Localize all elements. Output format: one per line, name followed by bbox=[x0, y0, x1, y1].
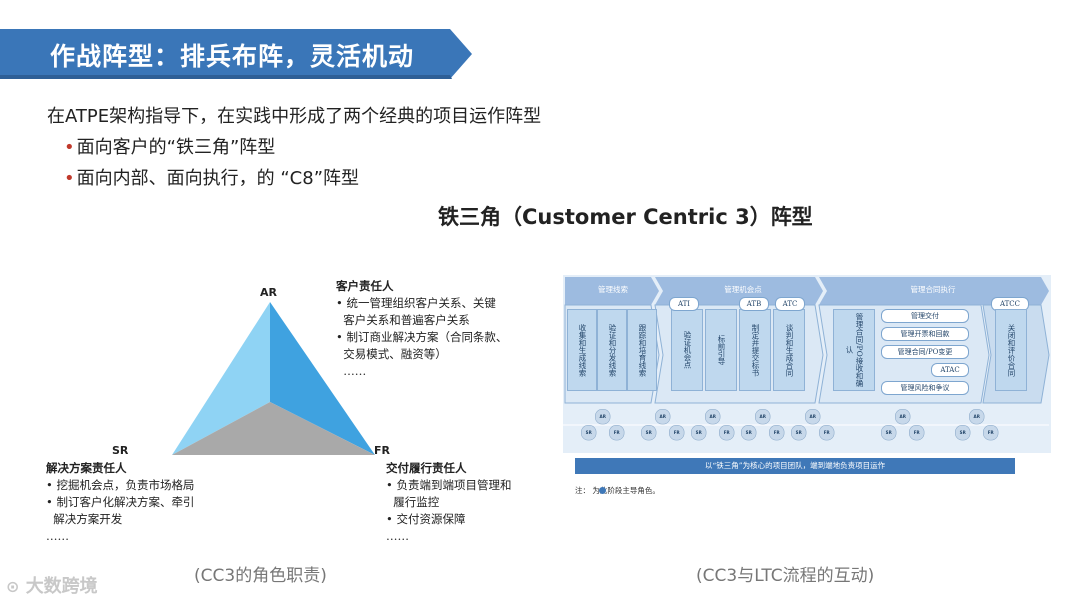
role-sr: SR bbox=[791, 425, 807, 441]
role-fr: FR bbox=[609, 425, 625, 441]
close-col: 关闭和评价合同 bbox=[995, 309, 1027, 391]
ltc-diagram: 管理线索 管理机会点 管理合同执行 收集和生成线索 验证和分发线索 跟踪和培育线… bbox=[563, 275, 1051, 505]
lead-col-text: 跟踪和培育线索 bbox=[638, 323, 647, 377]
ar-line: • 制订商业解决方案（合同条款、 bbox=[336, 330, 508, 344]
lead-col: 收集和生成线索 bbox=[567, 309, 597, 391]
opp-col-text: 验证机会点 bbox=[683, 331, 692, 369]
ltc-bottom-bar: 以“铁三角”为核心的项目团队，端到端地负责项目运作 bbox=[575, 458, 1015, 474]
ar-responsibilities: 客户责任人 • 统一管理组织客户关系、关键 客户关系和普遍客户关系 • 制订商业… bbox=[336, 278, 507, 380]
fr-heading: 交付履行责任人 bbox=[386, 461, 467, 475]
ltc-note: 注： 为此阶段主导角色。 bbox=[575, 486, 660, 495]
close-col-text: 关闭和评价合同 bbox=[1007, 323, 1016, 377]
sr-line: …… bbox=[46, 529, 69, 543]
contract-pill: 管理风险和争议 bbox=[881, 381, 969, 395]
role-sr: SR bbox=[741, 425, 757, 441]
lead-col: 跟踪和培育线索 bbox=[627, 309, 657, 391]
fr-line: • 负责端到端项目管理和 bbox=[386, 478, 512, 492]
role-sr: SR bbox=[691, 425, 707, 441]
triangle-right-face bbox=[270, 302, 375, 455]
gate-ati: ATI bbox=[669, 297, 699, 311]
watermark-icon: ⊙ bbox=[6, 577, 20, 596]
contract-pill: 管理合同/PO变更 bbox=[881, 345, 969, 359]
role-fr: FR bbox=[719, 425, 735, 441]
contract-pill: 管理开票和回款 bbox=[881, 327, 969, 341]
ar-line: 交易模式、融资等） bbox=[336, 347, 447, 361]
contract-first-text: 管理合同/PO接收和确认 bbox=[845, 313, 864, 387]
vertex-label-fr: FR bbox=[374, 444, 390, 457]
role-ar: AR bbox=[805, 409, 821, 425]
opp-col: 标前引导 bbox=[705, 309, 737, 391]
role-sr: SR bbox=[881, 425, 897, 441]
stage-label-leads: 管理线索 bbox=[598, 285, 628, 294]
stage-label-contract: 管理合同执行 bbox=[910, 285, 956, 294]
sr-line: • 制订客户化解决方案、牵引 bbox=[46, 495, 195, 509]
gate-atac: ATAC bbox=[931, 363, 969, 377]
triangle-left-face bbox=[172, 302, 270, 455]
ar-line: • 统一管理组织客户关系、关键 bbox=[336, 296, 496, 310]
bullet-dot: • bbox=[64, 168, 75, 189]
opp-col-text: 谈判和生成合同 bbox=[785, 323, 794, 377]
vertex-label-sr: SR bbox=[112, 444, 129, 457]
role-ar: AR bbox=[969, 409, 985, 425]
role-ar: AR bbox=[655, 409, 671, 425]
caption-ltc-interaction: (CC3与LTC流程的互动) bbox=[696, 566, 875, 586]
opp-col-text: 制定并提交标书 bbox=[751, 323, 760, 377]
sr-responsibilities: 解决方案责任人 • 挖掘机会点，负责市场格局 • 制订客户化解决方案、牵引 解决… bbox=[46, 460, 194, 545]
role-fr: FR bbox=[769, 425, 785, 441]
bullet-text: 面向内部、面向执行，的 “C8”阵型 bbox=[76, 168, 360, 189]
bullet-dot: • bbox=[64, 137, 75, 158]
role-ar: AR bbox=[595, 409, 611, 425]
role-ar: AR bbox=[895, 409, 911, 425]
fr-line: …… bbox=[386, 529, 409, 543]
stage-label-opportunity: 管理机会点 bbox=[724, 285, 762, 294]
watermark-logo: ⊙ 大数跨境 bbox=[6, 572, 98, 598]
fr-line: 履行监控 bbox=[386, 495, 440, 509]
section-title: 铁三角（Customer Centric 3）阵型 bbox=[438, 205, 813, 229]
vertex-label-ar: AR bbox=[260, 286, 277, 299]
page-title: 作战阵型：排兵布阵，灵活机动 bbox=[50, 42, 415, 71]
contract-first-col: 管理合同/PO接收和确认 bbox=[833, 309, 875, 391]
bullet-c8: •面向内部、面向执行，的 “C8”阵型 bbox=[64, 164, 359, 190]
role-fr: FR bbox=[909, 425, 925, 441]
lead-col: 验证和分发线索 bbox=[597, 309, 627, 391]
lead-col-text: 收集和生成线索 bbox=[578, 323, 587, 377]
sr-heading: 解决方案责任人 bbox=[46, 461, 127, 475]
caption-cc3-roles: (CC3的角色职责) bbox=[194, 566, 327, 586]
opp-col: 谈判和生成合同 bbox=[773, 309, 805, 391]
ar-line: 客户关系和普遍客户关系 bbox=[336, 313, 470, 327]
intro-line: 在ATPE架构指导下，在实践中形成了两个经典的项目运作阵型 bbox=[47, 106, 542, 127]
ar-heading: 客户责任人 bbox=[336, 279, 394, 293]
header-banner: 作战阵型：排兵布阵，灵活机动 bbox=[0, 29, 472, 79]
lead-col-text: 验证和分发线索 bbox=[608, 323, 617, 377]
role-sr: SR bbox=[955, 425, 971, 441]
triangle-bottom-face bbox=[172, 402, 375, 455]
role-sr: SR bbox=[641, 425, 657, 441]
iron-triangle-figure bbox=[172, 302, 375, 455]
sr-line: • 挖掘机会点，负责市场格局 bbox=[46, 478, 195, 492]
sr-line: 解决方案开发 bbox=[46, 512, 123, 526]
bullet-text: 面向客户的“铁三角”阵型 bbox=[76, 137, 276, 158]
role-ar: AR bbox=[705, 409, 721, 425]
watermark-text: 大数跨境 bbox=[25, 576, 98, 597]
banner-shape bbox=[0, 29, 472, 79]
note-dot-icon bbox=[599, 487, 606, 494]
opp-col: 制定并提交标书 bbox=[739, 309, 771, 391]
opp-col: 验证机会点 bbox=[671, 309, 703, 391]
bullet-iron-triangle: •面向客户的“铁三角”阵型 bbox=[64, 133, 275, 159]
fr-line: • 交付资源保障 bbox=[386, 512, 466, 526]
role-fr: FR bbox=[819, 425, 835, 441]
gate-atb: ATB bbox=[739, 297, 769, 311]
opp-col-text: 标前引导 bbox=[717, 335, 726, 365]
role-ar: AR bbox=[755, 409, 771, 425]
role-fr: FR bbox=[983, 425, 999, 441]
fr-responsibilities: 交付履行责任人 • 负责端到端项目管理和 履行监控 • 交付资源保障 …… bbox=[386, 460, 511, 545]
ar-line: …… bbox=[336, 364, 367, 378]
gate-atc: ATC bbox=[775, 297, 805, 311]
role-fr: FR bbox=[669, 425, 685, 441]
contract-pill: 管理交付 bbox=[881, 309, 969, 323]
role-sr: SR bbox=[581, 425, 597, 441]
